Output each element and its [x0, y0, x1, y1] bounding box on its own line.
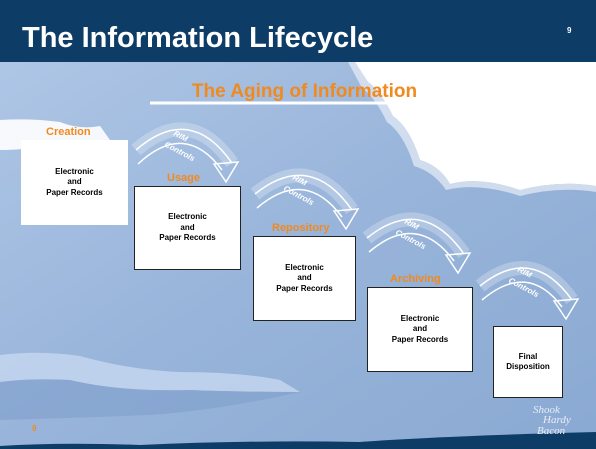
stage-box-archiving: Electronic and Paper Records — [367, 287, 473, 372]
stage-label-repository: Repository — [272, 222, 330, 234]
logo-line: Hardy — [543, 414, 571, 427]
stage-label-creation: Creation — [46, 126, 91, 138]
rim-arrow — [362, 212, 472, 275]
header-band — [0, 0, 596, 62]
diagram-subtitle: The Aging of Information — [191, 81, 418, 102]
rim-arrow — [131, 122, 240, 184]
logo-line: Shook — [533, 404, 560, 416]
rim-arrow — [250, 168, 360, 231]
stage-box-repository: Electronic and Paper Records — [253, 236, 356, 321]
stage-label-usage: Usage — [167, 172, 201, 184]
stage-box-usage: Electronic and Paper Records — [134, 186, 241, 270]
rim-arrow — [475, 261, 580, 321]
firm-logo: Shook Hardy Bacon — [533, 404, 591, 437]
page-number-bottom: 9 — [32, 424, 37, 433]
final-disposition-box: Final Disposition — [493, 326, 563, 398]
stage-box-creation: Electronic and Paper Records — [21, 140, 128, 225]
slide-title: The Information Lifecycle — [22, 22, 374, 54]
page-number-top: 9 — [567, 26, 572, 35]
stage-label-archiving: Archiving — [390, 273, 441, 285]
logo-line: Bacon — [537, 424, 566, 437]
